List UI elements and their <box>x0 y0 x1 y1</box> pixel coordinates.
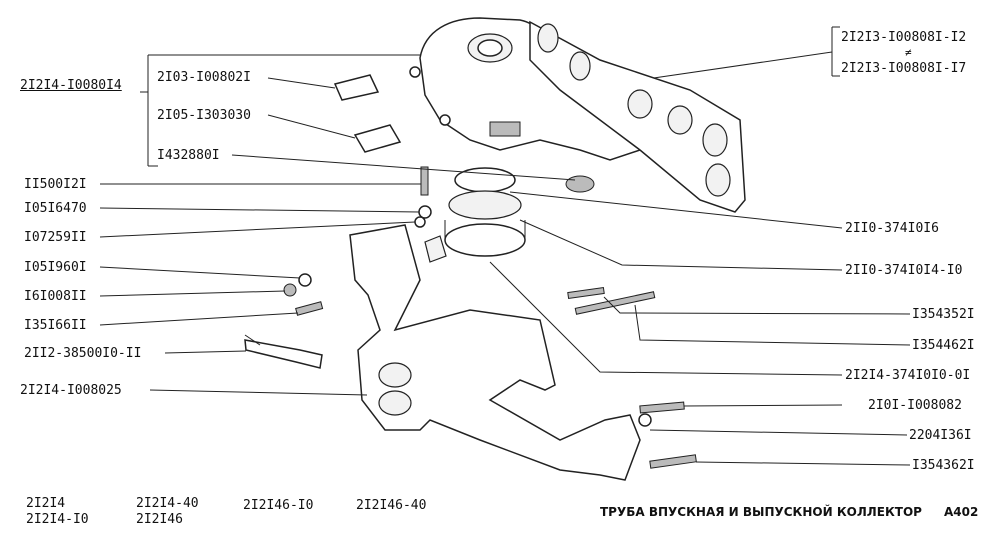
label-stud-r2: I354462I <box>912 338 975 353</box>
label-pipe-assembly: 2I2I4-374I0I0-0I <box>845 368 971 383</box>
footer-model-b1: 2I2I4-40 <box>136 496 199 511</box>
label-ring-1: 2II0-374I0I6 <box>845 221 939 236</box>
label-gasket-b: 2I2I3-I00808I-I7 <box>841 61 967 76</box>
label-stud-r3: 2I0I-I008082 <box>868 398 962 413</box>
label-stud-r4: I354362I <box>912 458 975 473</box>
footer-model-b2: 2I2I46 <box>136 512 183 527</box>
label-exhaust-manifold: 2I2I4-I008025 <box>20 383 122 398</box>
label-nut-2: I6I008II <box>24 289 87 304</box>
label-sensor-plug: 2I05-I303030 <box>157 108 251 123</box>
footer-model-d: 2I2I46-40 <box>356 498 427 513</box>
label-stud-r1: I354352I <box>912 307 975 322</box>
label-ring-2: 2II0-374I0I4-I0 <box>845 263 963 278</box>
label-washer-2: I07259II <box>24 230 87 245</box>
label-nut-1: I05I960I <box>24 260 87 275</box>
diagram-title: ТРУБА ВПУСКНАЯ И ВЫПУСКНОЙ КОЛЛЕКТОР <box>600 505 922 519</box>
label-lambda-sensor: 2II2-38500I0-II <box>24 346 142 361</box>
label-stud-2: I35I66II <box>24 318 87 333</box>
diagram-code: A402 <box>944 505 979 519</box>
label-washer-r: 2204I36I <box>909 428 972 443</box>
label-gasket-separator: ≠ <box>905 46 912 59</box>
label-group-main: 2I2I4-I0080I4 <box>20 78 122 93</box>
label-gasket-a: 2I2I3-I00808I-I2 <box>841 30 967 45</box>
label-washer-1: I05I6470 <box>24 201 87 216</box>
label-stud-fitting: 2I03-I00802I <box>157 70 251 85</box>
label-plug: I432880I <box>157 148 220 163</box>
footer-model-c: 2I2I46-I0 <box>243 498 314 513</box>
footer-model-a2: 2I2I4-I0 <box>26 512 89 527</box>
label-stud-1: II500I2I <box>24 177 87 192</box>
footer-model-a1: 2I2I4 <box>26 496 66 511</box>
